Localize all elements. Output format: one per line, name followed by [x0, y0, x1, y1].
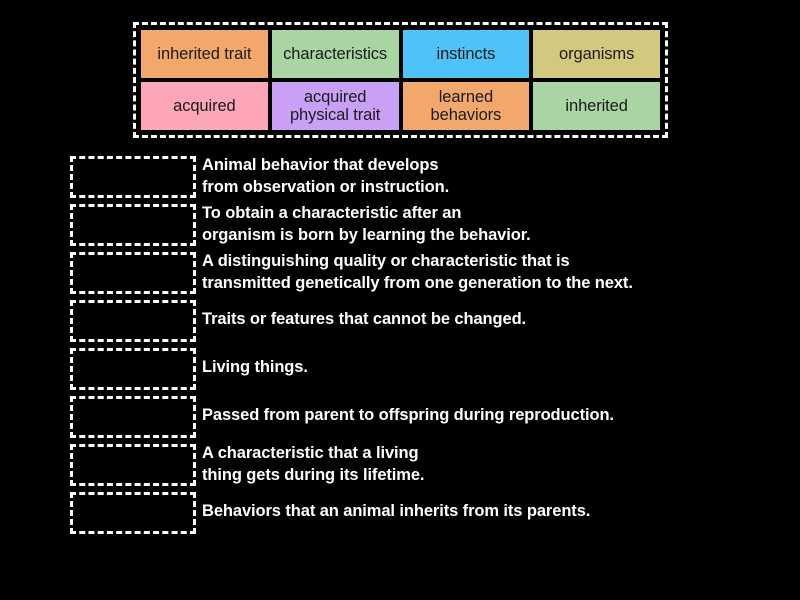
- answer-row: Animal behavior that develops from obser…: [0, 150, 800, 198]
- tile-bank: inherited trait characteristics instinct…: [133, 22, 668, 138]
- tile-organisms[interactable]: organisms: [533, 30, 660, 78]
- definition-text: A characteristic that a living thing get…: [202, 444, 425, 484]
- tile-characteristics[interactable]: characteristics: [271, 30, 399, 78]
- definition-text: To obtain a characteristic after an orga…: [202, 204, 531, 244]
- definition-text: Behaviors that an animal inherits from i…: [202, 502, 591, 520]
- definition-text: Passed from parent to offspring during r…: [202, 406, 614, 424]
- answer-row: A distinguishing quality or characterist…: [0, 246, 800, 294]
- tile-learned-behaviors[interactable]: learned behaviors: [402, 82, 530, 130]
- tile-inherited[interactable]: inherited: [533, 82, 660, 130]
- drop-zone-1[interactable]: [70, 156, 196, 198]
- answer-row: A characteristic that a living thing get…: [0, 438, 800, 486]
- definition-text: Animal behavior that develops from obser…: [202, 156, 450, 196]
- drop-zone-7[interactable]: [70, 444, 196, 486]
- answer-list: Animal behavior that develops from obser…: [0, 150, 800, 534]
- drop-zone-4[interactable]: [70, 300, 196, 342]
- drop-zone-2[interactable]: [70, 204, 196, 246]
- answer-row: Behaviors that an animal inherits from i…: [0, 486, 800, 534]
- tile-instincts[interactable]: instincts: [402, 30, 530, 78]
- answer-row: Passed from parent to offspring during r…: [0, 390, 800, 438]
- answer-row: Traits or features that cannot be change…: [0, 294, 800, 342]
- tile-inherited-trait[interactable]: inherited trait: [141, 30, 268, 78]
- drop-zone-5[interactable]: [70, 348, 196, 390]
- drop-zone-8[interactable]: [70, 492, 196, 534]
- definition-text: Living things.: [202, 358, 308, 376]
- answer-row: Living things.: [0, 342, 800, 390]
- tile-acquired-physical-trait[interactable]: acquired physical trait: [271, 82, 399, 130]
- definition-text: A distinguishing quality or characterist…: [202, 252, 633, 292]
- definition-text: Traits or features that cannot be change…: [202, 310, 527, 328]
- drop-zone-3[interactable]: [70, 252, 196, 294]
- tile-row-2: acquired acquired physical trait learned…: [141, 82, 660, 130]
- tile-acquired[interactable]: acquired: [141, 82, 268, 130]
- drop-zone-6[interactable]: [70, 396, 196, 438]
- tile-row-1: inherited trait characteristics instinct…: [141, 30, 660, 78]
- answer-row: To obtain a characteristic after an orga…: [0, 198, 800, 246]
